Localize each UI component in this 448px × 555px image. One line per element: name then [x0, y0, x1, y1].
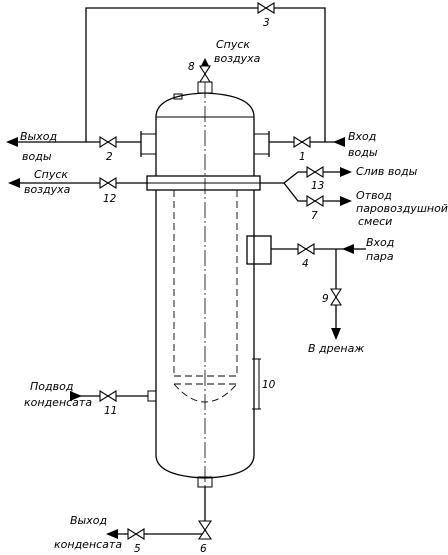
valve-number-3: 3	[263, 17, 270, 29]
valve-13[interactable]	[306, 166, 324, 178]
valve-8[interactable]	[199, 65, 211, 83]
label-air-release-top: Спуск	[216, 38, 250, 51]
label-condensate-out-2: конденсата	[54, 538, 122, 551]
label-mix-out: Отвод	[356, 189, 392, 202]
valve-numbers: 3 8 2 1 12 13 7 4 9 10 11 5 6	[103, 17, 329, 555]
valve-number-6: 6	[200, 543, 207, 555]
valve-4[interactable]	[297, 243, 315, 255]
arrow-to-drain	[331, 328, 341, 340]
arrow-condensate-in	[70, 391, 82, 401]
label-mix-out-2: паровоздушной	[356, 202, 448, 215]
label-to-drain: В дренаж	[308, 342, 364, 355]
label-air-release-top-2: воздуха	[214, 52, 261, 65]
label-condensate-in: Подвод	[30, 380, 73, 393]
label-air-release-left: Спуск	[34, 168, 68, 181]
valve-number-1: 1	[299, 151, 306, 163]
valve-9[interactable]	[330, 288, 342, 306]
piping	[18, 7, 354, 535]
label-condensate-in-2: конденсата	[24, 396, 92, 409]
valve-number-9: 9	[322, 293, 329, 305]
valve-number-8: 8	[188, 61, 195, 73]
label-water-drain: Слив воды	[356, 165, 418, 178]
flow-arrows	[6, 58, 366, 539]
valve-number-11: 11	[104, 405, 117, 417]
tube-sheet-flange	[146, 175, 261, 191]
label-water-in-2: воды	[348, 146, 378, 159]
arrow-air-left	[8, 178, 20, 188]
steam-inlet-box	[246, 235, 272, 265]
valve-3[interactable]	[257, 2, 275, 14]
label-steam-in-2: пара	[366, 250, 394, 263]
label-air-release-left-2: воздуха	[24, 183, 71, 196]
label-water-out-2: воды	[22, 150, 52, 163]
labels: Спуск воздуха Выход воды Вход воды Спуск…	[20, 38, 448, 551]
label-water-out: Выход	[20, 130, 57, 143]
valve-number-10: 10	[262, 379, 276, 391]
vessel	[155, 82, 255, 492]
label-steam-in: Вход	[366, 236, 394, 249]
label-water-in: Вход	[348, 130, 376, 143]
arrow-water-in	[333, 137, 345, 147]
valve-1[interactable]	[293, 136, 311, 148]
valve-number-7: 7	[311, 210, 318, 222]
valve-12[interactable]	[99, 177, 117, 189]
valve-6[interactable]	[197, 520, 213, 540]
label-mix-out-3: смеси	[358, 215, 392, 228]
arrow-mix-out	[340, 196, 352, 206]
valve-2[interactable]	[99, 136, 117, 148]
arrow-condensate-out	[106, 529, 118, 539]
condensate-inlet-nozzle	[147, 390, 157, 402]
arrow-steam-in	[342, 244, 354, 254]
tube-bundle	[173, 190, 238, 403]
gauge-glass-10	[252, 358, 261, 410]
left-water-nozzle	[140, 131, 157, 157]
right-water-nozzle	[253, 131, 270, 157]
label-condensate-out: Выход	[70, 514, 107, 527]
valve-number-12: 12	[103, 193, 117, 205]
valve-7[interactable]	[306, 195, 324, 207]
valve-number-4: 4	[302, 258, 309, 270]
valve-11[interactable]	[99, 390, 117, 402]
valve-number-2: 2	[106, 151, 113, 163]
arrow-water-out	[6, 137, 18, 147]
valve-number-13: 13	[311, 180, 324, 192]
valve-5[interactable]	[127, 528, 145, 540]
arrow-water-drain	[340, 167, 352, 177]
valve-number-5: 5	[134, 543, 141, 555]
